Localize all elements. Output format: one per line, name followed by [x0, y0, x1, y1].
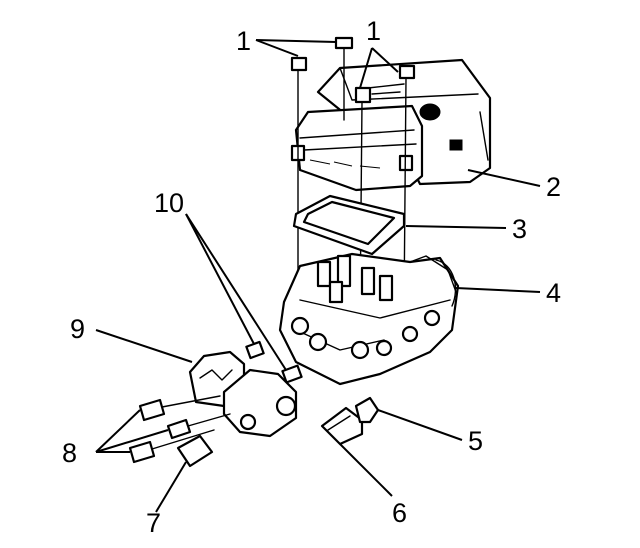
- callout-9: 9: [70, 314, 85, 344]
- callout-8: 8: [62, 438, 77, 468]
- part-6-sensor: [320, 406, 364, 446]
- part-10-fittings: [245, 340, 303, 384]
- callout-10: 10: [154, 188, 184, 218]
- callout-7: 7: [146, 508, 161, 538]
- part-7-plug: [176, 434, 214, 468]
- valve-housing: [222, 368, 298, 438]
- screw-1b: [290, 56, 308, 301]
- leader-lines: [95, 39, 541, 513]
- callout-6: 6: [392, 498, 407, 528]
- part-5-connector: [354, 396, 380, 424]
- callout-4: 4: [546, 278, 561, 308]
- part-3-gasket: [292, 194, 406, 256]
- callout-2: 2: [546, 172, 561, 202]
- screw-1a: [334, 36, 354, 121]
- bolt-8b: [166, 413, 231, 440]
- part-2-cover-module: [290, 58, 492, 192]
- callout-1-right: 1: [366, 16, 381, 46]
- part-4-modulator-body: [278, 252, 460, 386]
- callout-3: 3: [512, 214, 527, 244]
- part-8-bolts: [128, 395, 231, 464]
- callout-labels: 1 1 2 3 4 5 6 7 8 9 10: [62, 16, 561, 538]
- bolt-8a: [138, 395, 221, 422]
- bolt-8c: [128, 429, 215, 464]
- callout-5: 5: [468, 426, 483, 456]
- callout-1-left: 1: [236, 26, 251, 56]
